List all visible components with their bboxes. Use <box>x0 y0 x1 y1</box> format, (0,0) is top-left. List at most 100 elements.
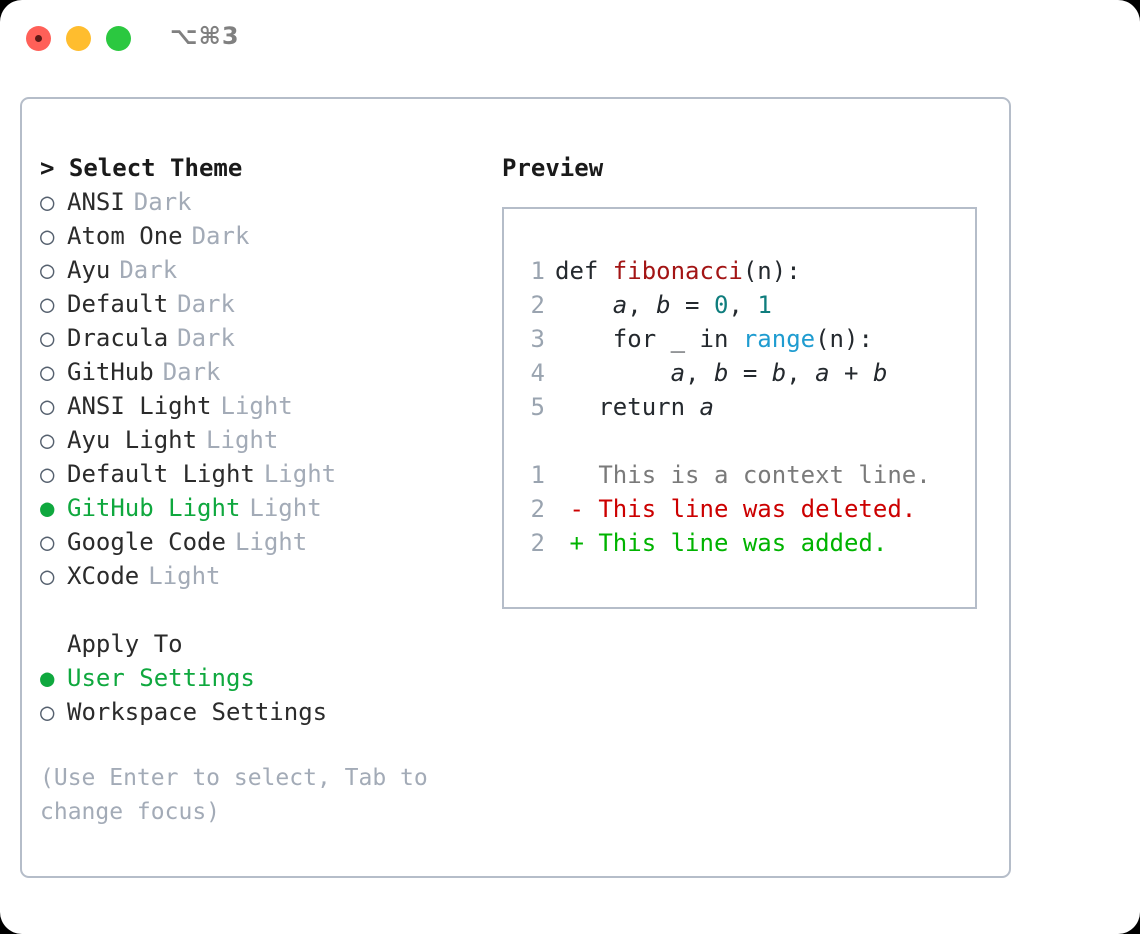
title-bar: ⌥⌘3 <box>0 0 1140 78</box>
radio-unselected-icon: ○ <box>40 562 55 590</box>
select-theme-header-label: Select Theme <box>68 154 243 182</box>
code-token-plain: = <box>728 359 772 387</box>
theme-item-ayu[interactable]: ○ Ayu Dark <box>40 253 490 287</box>
diff-line-ctx: 1 This is a context line. <box>519 458 969 492</box>
code-token-plain: , <box>786 359 816 387</box>
diff-line-number: 1 <box>530 461 545 489</box>
code-token-var: b <box>656 291 671 319</box>
code-token-plain: , <box>685 359 714 387</box>
apply-to-section: Apply To ●User Settings○Workspace Settin… <box>40 627 490 729</box>
apply-to-option-user-settings[interactable]: ●User Settings <box>40 661 490 695</box>
theme-item-label: Default <box>67 290 169 318</box>
radio-unselected-icon: ○ <box>40 222 55 250</box>
radio-unselected-icon: ○ <box>40 256 55 284</box>
code-line: 2 a, b = 0, 1 <box>519 288 969 322</box>
close-window-button[interactable] <box>26 26 51 51</box>
apply-to-option-workspace-settings[interactable]: ○Workspace Settings <box>40 695 490 729</box>
select-theme-header: > Select Theme <box>40 151 490 185</box>
code-token-var: b <box>771 359 787 387</box>
code-line: 5 return a <box>519 390 969 424</box>
code-token-var: a <box>699 393 714 421</box>
theme-item-tag: Light <box>263 460 337 488</box>
theme-item-tag: Light <box>148 562 221 590</box>
theme-item-dracula[interactable]: ○ Dracula Dark <box>40 321 490 355</box>
code-token-var: a <box>612 291 628 319</box>
theme-item-label: Dracula <box>67 324 169 352</box>
theme-item-label: Ayu <box>67 256 111 284</box>
code-token-call: range <box>742 325 816 353</box>
theme-item-tag: Light <box>249 494 322 522</box>
theme-item-label: ANSI Light <box>67 392 212 420</box>
theme-item-tag: Dark <box>177 290 235 318</box>
code-token-plain: , <box>728 291 758 319</box>
theme-item-label: GitHub <box>67 358 154 386</box>
code-line: 4 a, b = b, a + b <box>519 356 969 390</box>
radio-selected-icon: ● <box>40 494 55 522</box>
diff-line-number: 2 <box>530 529 545 557</box>
radio-unselected-icon: ○ <box>40 290 55 318</box>
theme-item-label: Ayu Light <box>67 426 198 454</box>
theme-item-tag: Light <box>234 528 308 556</box>
code-token-fn: fibonacci <box>612 257 743 285</box>
theme-item-ansi[interactable]: ○ ANSI Dark <box>40 185 490 219</box>
code-token-plain: = <box>670 291 714 319</box>
radio-unselected-icon: ○ <box>40 324 55 352</box>
code-line-text: def fibonacci(n): <box>545 254 801 288</box>
diff-line-text: - This line was deleted. <box>555 495 917 523</box>
code-token-plain: for _ in <box>612 325 743 353</box>
apply-to-list: ●User Settings○Workspace Settings <box>40 661 490 729</box>
theme-item-label: Atom One <box>67 222 183 250</box>
code-token-plain: (n): <box>742 257 801 285</box>
theme-item-tag: Light <box>220 392 293 420</box>
code-line-text: return a <box>545 390 714 424</box>
diff-line-number: 2 <box>530 495 545 523</box>
code-token-plain: (n): <box>815 325 873 353</box>
diff-line-text: This is a context line. <box>555 461 931 489</box>
theme-item-tag: Dark <box>177 324 235 352</box>
keyboard-hint-text: (Use Enter to select, Tab to change focu… <box>40 765 442 825</box>
code-line-text: for _ in range(n): <box>545 322 873 356</box>
theme-item-tag: Dark <box>133 188 192 216</box>
code-token-plain: def <box>555 257 613 285</box>
theme-item-label: ANSI <box>67 188 125 216</box>
maximize-window-button[interactable] <box>106 26 131 51</box>
code-line-number: 4 <box>530 359 545 387</box>
theme-item-tag: Dark <box>119 256 178 284</box>
theme-item-tag: Dark <box>191 222 250 250</box>
apply-to-option-label: User Settings <box>67 664 255 692</box>
code-token-var: b <box>872 359 888 387</box>
minimize-window-button[interactable] <box>66 26 91 51</box>
code-token-var: b <box>713 359 729 387</box>
diff-line-text: + This line was added. <box>555 529 888 557</box>
theme-item-label: GitHub Light <box>67 494 241 522</box>
code-token-plain: , <box>627 291 657 319</box>
diff-line-del: 2 - This line was deleted. <box>519 492 969 526</box>
theme-item-atom-one[interactable]: ○ Atom One Dark <box>40 219 490 253</box>
theme-item-github-light[interactable]: ● GitHub Light Light <box>40 491 490 525</box>
code-token-num: 1 <box>757 291 772 319</box>
theme-item-default-light[interactable]: ○ Default Light Light <box>40 457 490 491</box>
code-line-text: a, b = b, a + b <box>545 356 888 390</box>
diff-line-add: 2 + This line was added. <box>519 526 969 560</box>
prompt-caret-icon: > <box>40 154 69 182</box>
code-line-number: 2 <box>530 291 545 319</box>
theme-item-default[interactable]: ○ Default Dark <box>40 287 490 321</box>
radio-unselected-icon: ○ <box>40 188 55 216</box>
radio-unselected-icon: ○ <box>40 698 55 726</box>
theme-item-label: Default Light <box>67 460 255 488</box>
radio-unselected-icon: ○ <box>40 460 55 488</box>
code-token-plain: + <box>829 359 873 387</box>
code-line-number: 3 <box>530 325 545 353</box>
keyboard-shortcut-label: ⌥⌘3 <box>170 22 240 50</box>
